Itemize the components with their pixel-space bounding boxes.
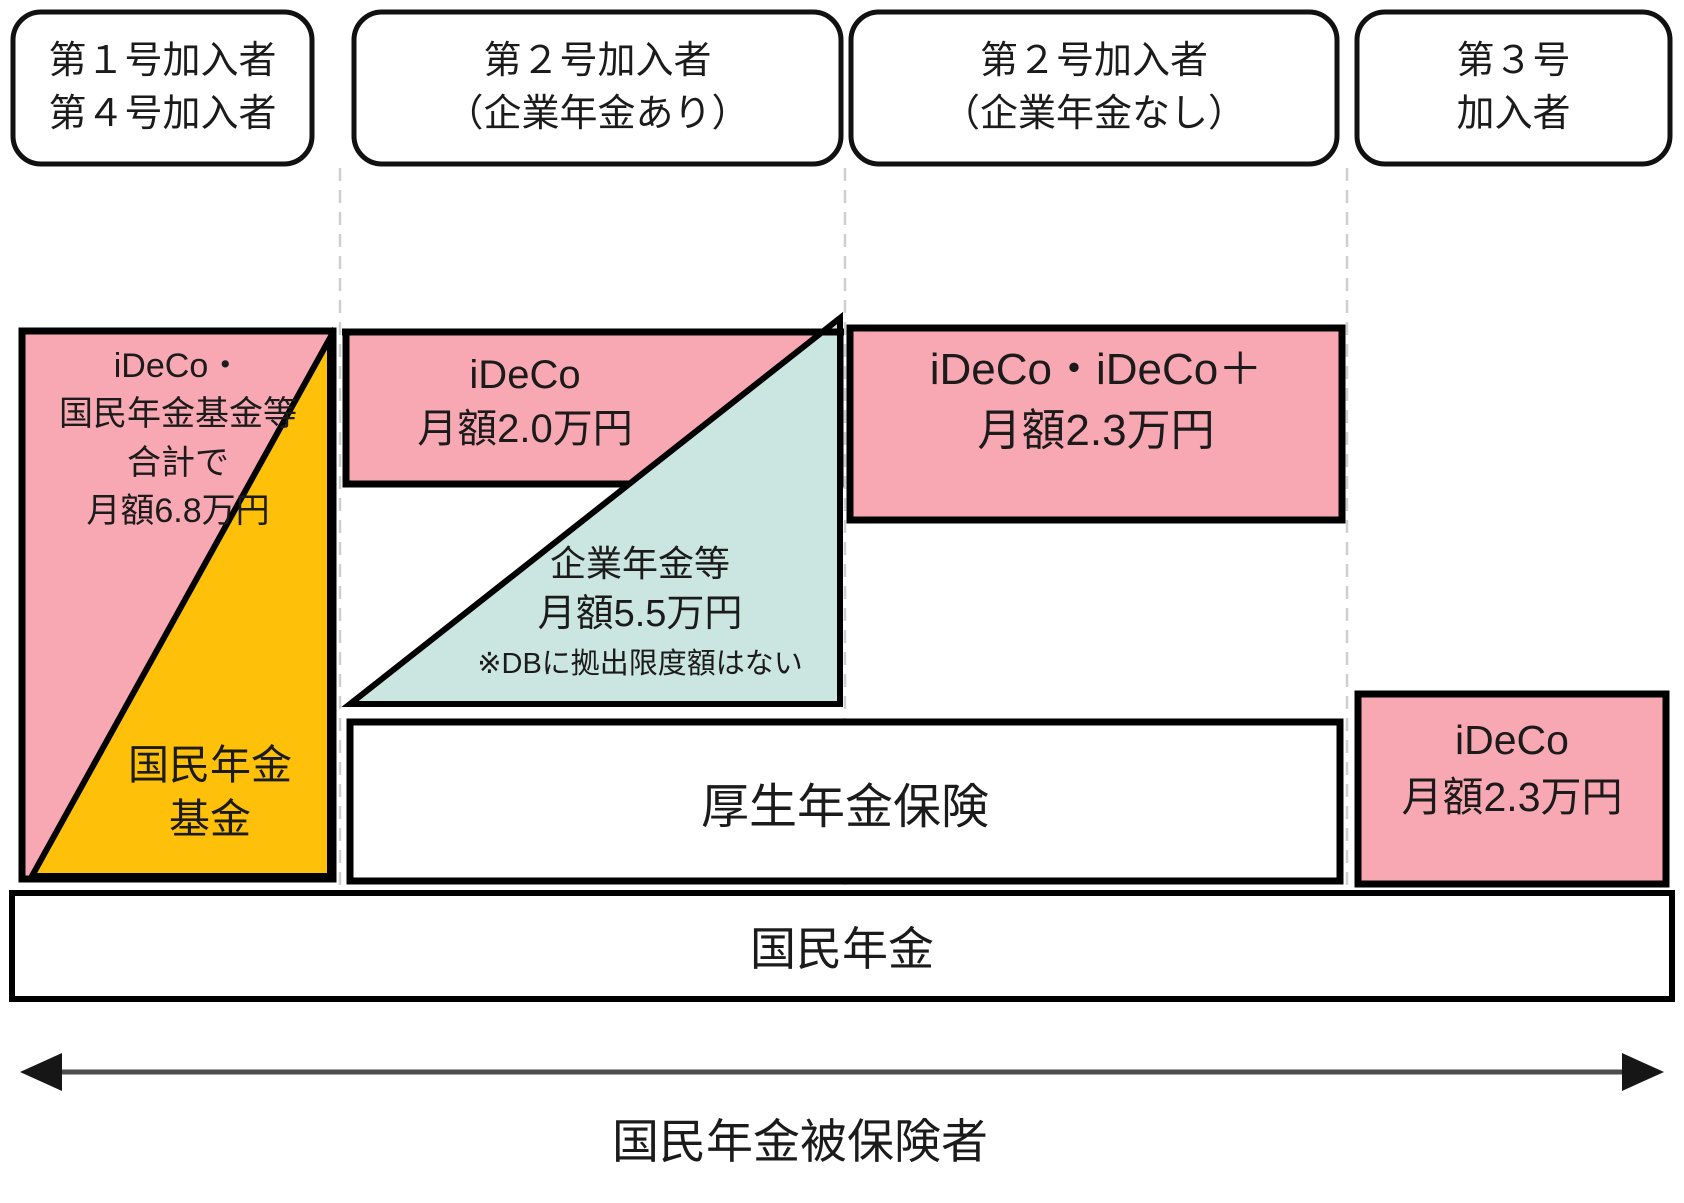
- col1-kikin-line1: 国民年金: [128, 742, 292, 788]
- col1-ideco-kikin-label: iDeCo・ 国民年金基金等 合計で 月額6.8万円: [30, 342, 326, 535]
- col3-ideco-box: [846, 324, 1346, 524]
- col1-label-line3: 合計で: [127, 443, 229, 482]
- header-box-col1: [10, 9, 315, 167]
- col2-ideco-line1: iDeCo: [469, 353, 581, 397]
- header-box-col3: [848, 9, 1340, 167]
- header-col3: 第２号加入者 （企業年金なし）: [851, 12, 1337, 164]
- col2-ideco-label: iDeCo 月額2.0万円: [350, 348, 700, 457]
- kosei-nenkin-box: [346, 718, 1344, 885]
- col2-ideco-line2: 月額2.0万円: [417, 407, 633, 452]
- arrow-right-head-icon: [1622, 1053, 1664, 1091]
- col4-ideco-line1: iDeCo: [1455, 717, 1569, 763]
- axis-label: 国民年金被保険者: [100, 1103, 1500, 1172]
- header-col3-line2: （企業年金なし）: [941, 93, 1246, 135]
- col3-ideco-label: iDeCo・iDeCo＋ 月額2.3万円: [850, 340, 1342, 461]
- header-box-col2: [351, 9, 844, 167]
- header-box-col4: [1354, 9, 1673, 167]
- col3-ideco-line1: iDeCo・iDeCo＋: [929, 345, 1263, 394]
- kokumin-nenkin-label: 国民年金: [12, 893, 1672, 999]
- header-col1-line2: 第４号加入者: [48, 93, 277, 135]
- header-col4: 第３号 加入者: [1357, 12, 1670, 164]
- col2-kigyo-line1: 企業年金等: [549, 543, 730, 584]
- col2-kigyo-nenkin-triangle: [341, 311, 843, 707]
- col2-kigyo-line2: 月額5.5万円: [537, 592, 743, 635]
- col2-kigyo-note: ※DBに拠出限度額はない: [477, 647, 803, 680]
- header-col2-line1: 第２号加入者: [483, 39, 712, 82]
- col1-label-line4: 月額6.8万円: [86, 491, 270, 530]
- kosei-nenkin-label: 厚生年金保険: [350, 722, 1340, 881]
- header-col2: 第２号加入者 （企業年金あり）: [354, 12, 841, 164]
- col4-ideco-box: [1354, 690, 1670, 888]
- col2-kigyo-nenkin-label: 企業年金等 月額5.5万円 ※DBに拠出限度額はない: [430, 540, 850, 684]
- kosei-nenkin-text: 厚生年金保険: [700, 780, 989, 834]
- col4-ideco-line2: 月額2.3万円: [1401, 773, 1623, 820]
- arrow-left-head-icon: [20, 1053, 62, 1091]
- header-col4-line2: 加入者: [1456, 93, 1571, 135]
- header-col4-line1: 第３号: [1456, 39, 1571, 82]
- col3-ideco-line2: 月額2.3万円: [977, 405, 1215, 455]
- col1-label-line1: iDeCo・: [113, 347, 243, 385]
- col4-ideco-label: iDeCo 月額2.3万円: [1358, 712, 1666, 825]
- axis-label-text: 国民年金被保険者: [612, 1115, 988, 1168]
- header-col1-line1: 第１号加入者: [48, 39, 277, 82]
- header-col3-line1: 第２号加入者: [979, 39, 1208, 82]
- col1-kikin-line2: 基金: [169, 796, 251, 843]
- col1-kokumin-kikin-label: 国民年金 基金: [85, 738, 335, 846]
- kokumin-nenkin-box: [9, 890, 1675, 1002]
- kokumin-nenkin-text: 国民年金: [750, 923, 934, 975]
- col1-label-line2: 国民年金基金等: [59, 395, 297, 434]
- header-col1: 第１号加入者 第４号加入者: [13, 12, 312, 164]
- col1-box-outline: [18, 327, 337, 883]
- header-col2-line2: （企業年金あり）: [445, 93, 750, 135]
